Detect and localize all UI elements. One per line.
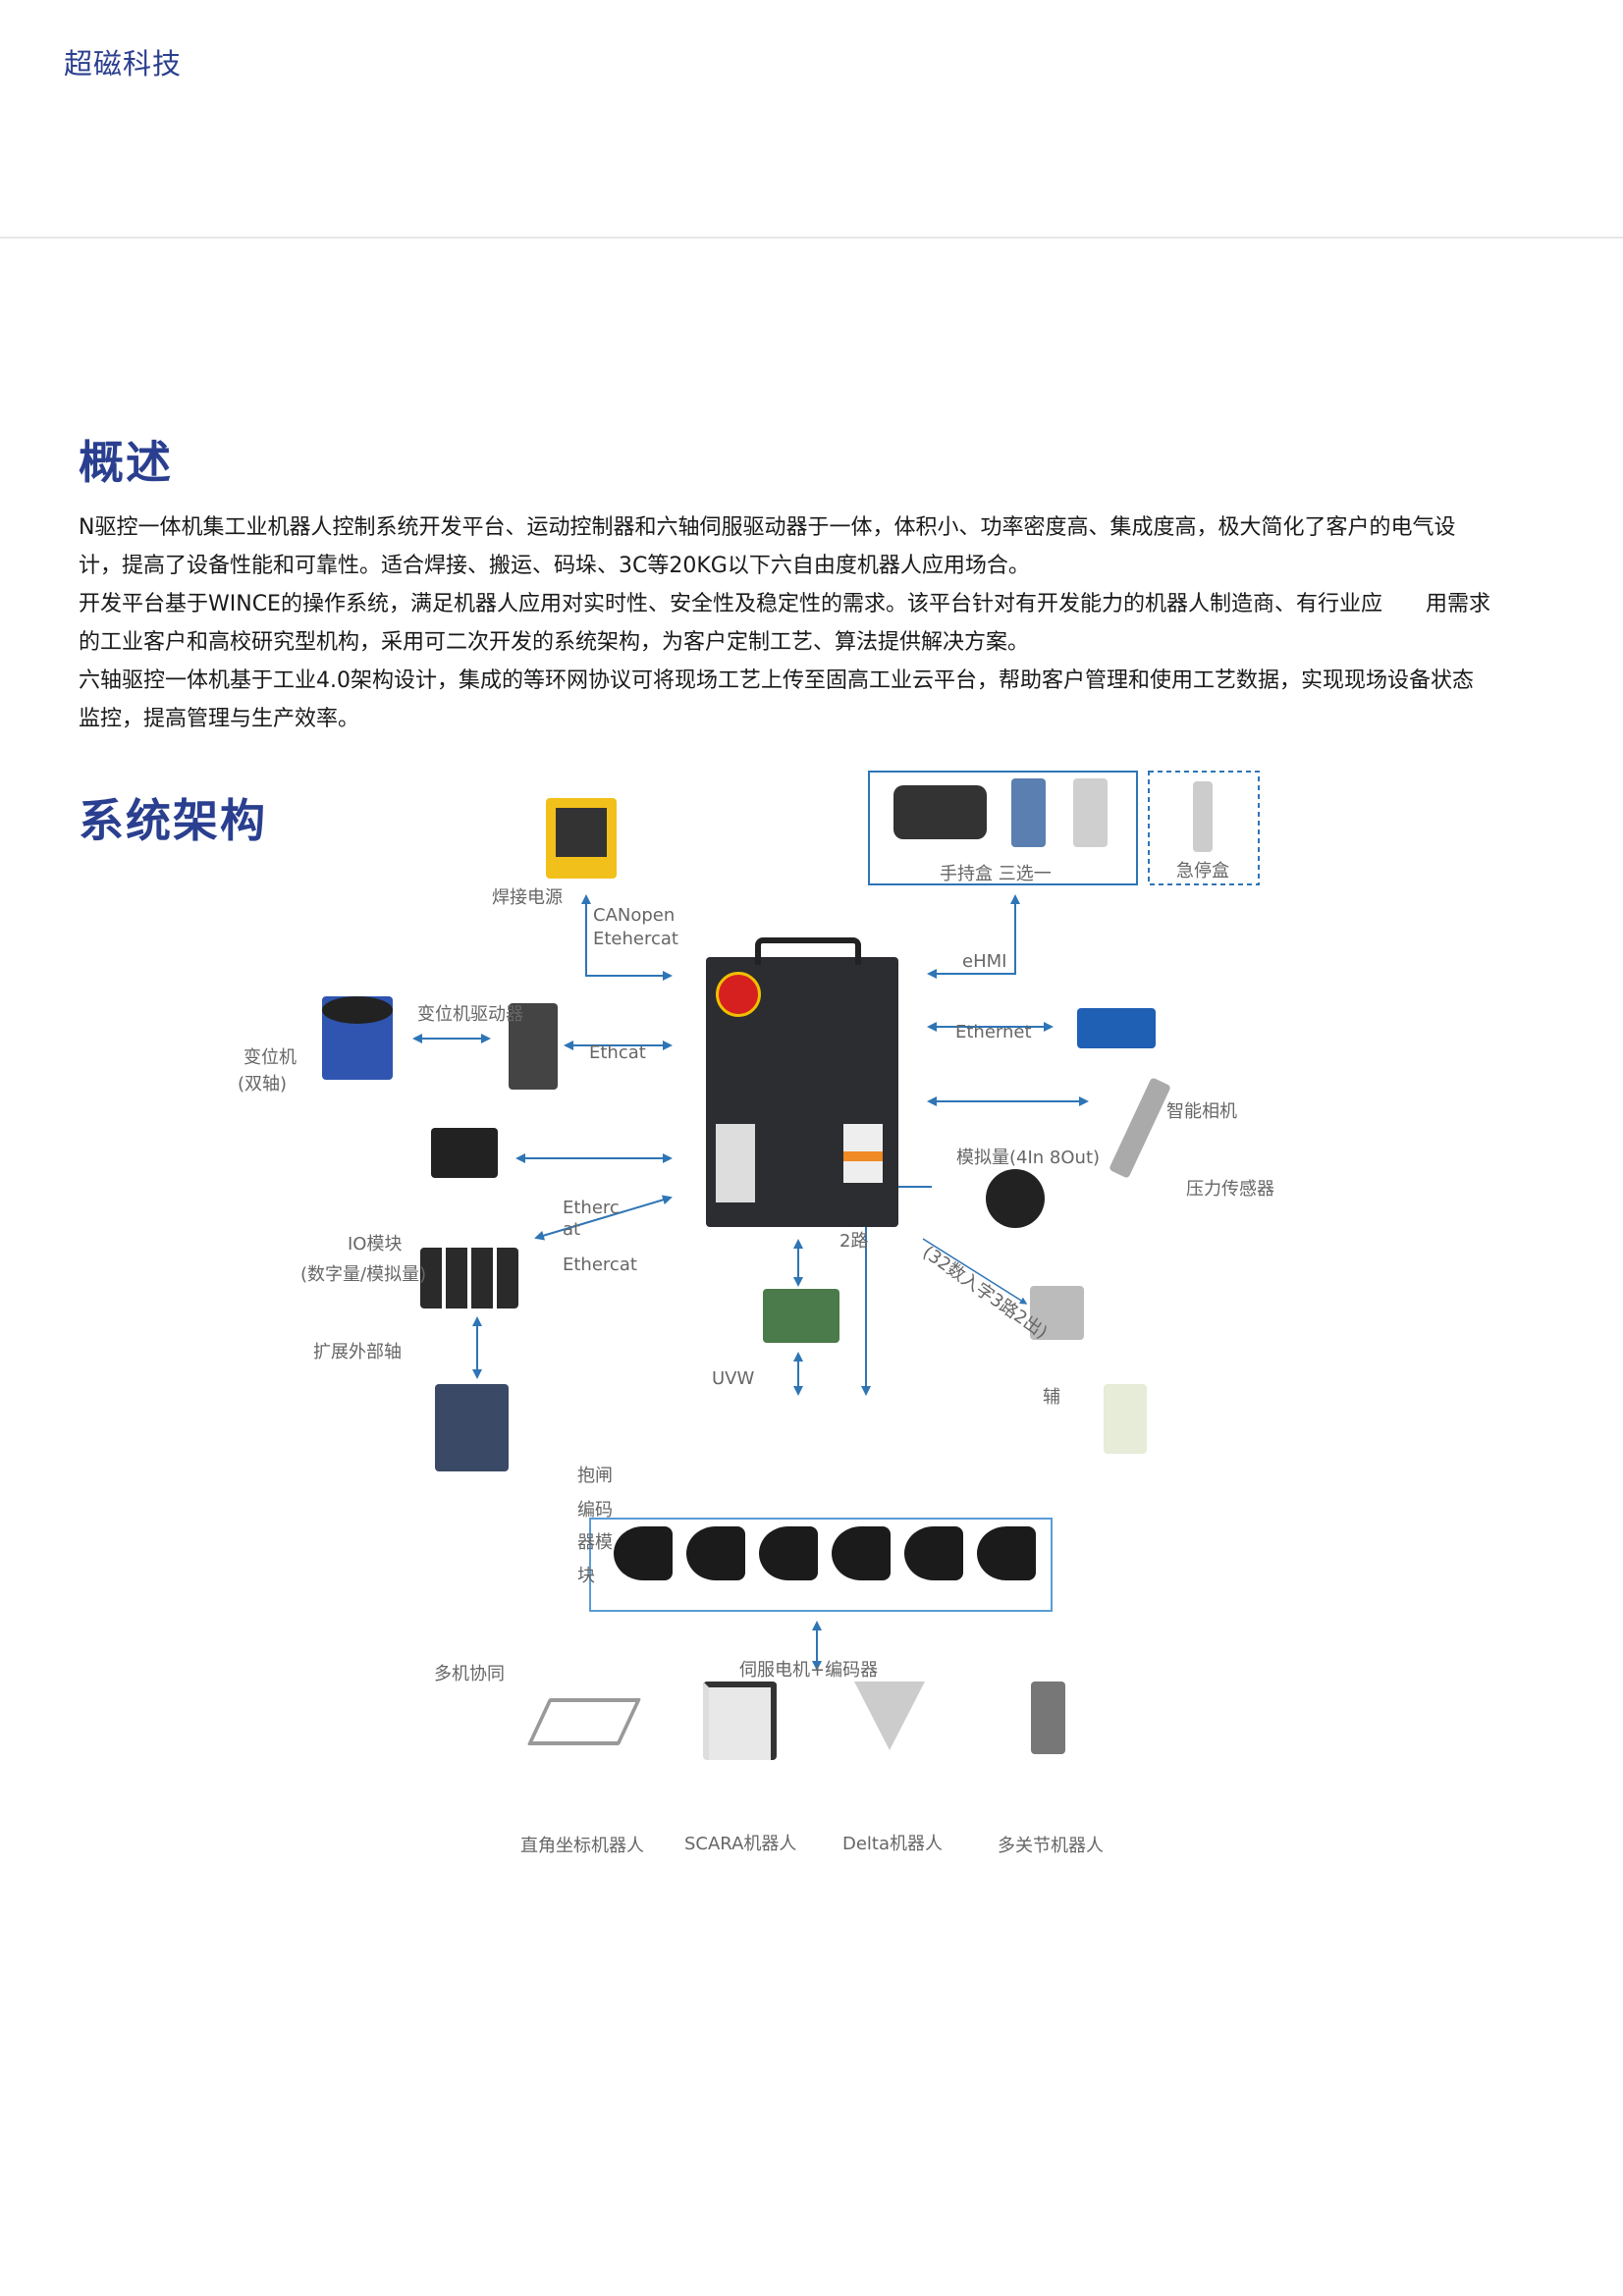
label-robot-delta: Delta机器人	[842, 1834, 944, 1854]
arrow-digital-io	[922, 1238, 1028, 1305]
label-estop: 急停盒	[1176, 861, 1229, 881]
servo-motor-image	[904, 1526, 963, 1580]
label-two-way: 2路	[839, 1231, 869, 1252]
welding-power-image	[546, 798, 617, 879]
overview-title: 概述	[79, 436, 173, 489]
scara-robot-image	[703, 1682, 777, 1760]
label-canopen: CANopen	[593, 905, 676, 926]
overview-text: N驱控一体机集工业机器人控制系统开发平台、运动控制器和六轴伺服驱动器于一体，体积…	[79, 508, 1492, 738]
encoder-image	[986, 1169, 1045, 1228]
label-ethcat: Ethcat	[589, 1042, 646, 1063]
label-io-module: IO模块	[348, 1234, 403, 1255]
io-module-image	[420, 1248, 518, 1308]
external-axis-image	[435, 1384, 509, 1471]
label-encoder-module-1: 编码	[577, 1500, 613, 1521]
label-servo: 伺服电机+编码器	[739, 1660, 879, 1681]
servo-motor-image	[686, 1526, 745, 1580]
servo-motor-row	[614, 1526, 1036, 1580]
label-at: at	[563, 1219, 581, 1240]
drive-board-image	[763, 1289, 839, 1343]
handheld-box-frame	[868, 771, 1138, 885]
label-welding-power: 焊接电源	[492, 887, 563, 908]
label-ethernet: Ethernet	[955, 1022, 1032, 1042]
label-pressure-sensor: 压力传感器	[1186, 1179, 1274, 1200]
brand-logo-text: 超磁科技	[64, 47, 183, 80]
motor-box-frame	[589, 1518, 1053, 1612]
label-smart-camera: 智能相机	[1166, 1101, 1237, 1122]
header-divider	[0, 237, 1623, 239]
arrow-io-module	[534, 1195, 673, 1241]
label-brake: 抱闸	[577, 1466, 613, 1486]
paragraph: 六轴驱控一体机基于工业4.0架构设计，集成的等环网协议可将现场工艺上传至固高工业…	[79, 668, 1474, 731]
servo-motor-image	[759, 1526, 818, 1580]
articulated-robot-image	[1031, 1682, 1065, 1754]
servo-motor-image	[614, 1526, 673, 1580]
servo-motor-image	[832, 1526, 891, 1580]
plc-image	[431, 1128, 498, 1178]
label-robot-cartesian: 直角坐标机器人	[520, 1836, 644, 1856]
label-ehmi: eHMI	[962, 951, 1007, 972]
teach-pendant-2-image	[1011, 778, 1046, 847]
label-robot-articulated: 多关节机器人	[998, 1836, 1104, 1856]
teach-pendant-3-image	[1073, 778, 1108, 847]
delta-robot-image	[854, 1682, 925, 1750]
label-positioner-driver: 变位机驱动器	[417, 1004, 523, 1025]
label-uvw: UVW	[712, 1368, 755, 1389]
estop-box-frame	[1148, 771, 1260, 885]
label-etherc: Etherc	[563, 1198, 620, 1218]
label-etehercat: Etehercat	[593, 929, 678, 949]
positioner-image	[322, 996, 393, 1080]
label-multi: 多机协同	[434, 1664, 505, 1684]
positioner-driver-image	[509, 1003, 558, 1090]
label-encoder-module-2: 器模	[577, 1532, 613, 1553]
label-positioner: 变位机	[243, 1047, 297, 1068]
teach-pendant-1-image	[893, 785, 987, 839]
arrow-welding	[581, 894, 673, 981]
label-handheld: 手持盒 三选一	[940, 864, 1052, 884]
smart-camera-image	[1077, 1008, 1156, 1048]
paragraph: N驱控一体机集工业机器人控制系统开发平台、运动控制器和六轴伺服驱动器于一体，体积…	[79, 515, 1456, 578]
label-encoder-module-3: 块	[577, 1566, 595, 1586]
relay-image	[1104, 1384, 1147, 1454]
architecture-title: 系统架构	[79, 794, 267, 847]
label-ethercat: Ethercat	[563, 1255, 637, 1275]
valve-image	[1030, 1286, 1084, 1340]
arrow-ehmi	[927, 894, 1020, 979]
paragraph: 开发平台基于WINCE的操作系统，满足机器人应用对实时性、安全性及稳定性的需求。…	[79, 592, 1490, 655]
servo-motor-image	[977, 1526, 1036, 1580]
label-robot-scara: SCARA机器人	[684, 1834, 797, 1854]
label-analog: 模拟量(4In 8Out)	[956, 1148, 1101, 1168]
label-aux: 辅	[1043, 1387, 1060, 1408]
controller-image	[706, 937, 898, 1227]
label-dual-axis: (双轴)	[238, 1074, 288, 1095]
estop-box-image	[1193, 781, 1213, 852]
label-io-types: (数字量/模拟量)	[300, 1264, 427, 1285]
label-ext-axis: 扩展外部轴	[313, 1342, 402, 1362]
